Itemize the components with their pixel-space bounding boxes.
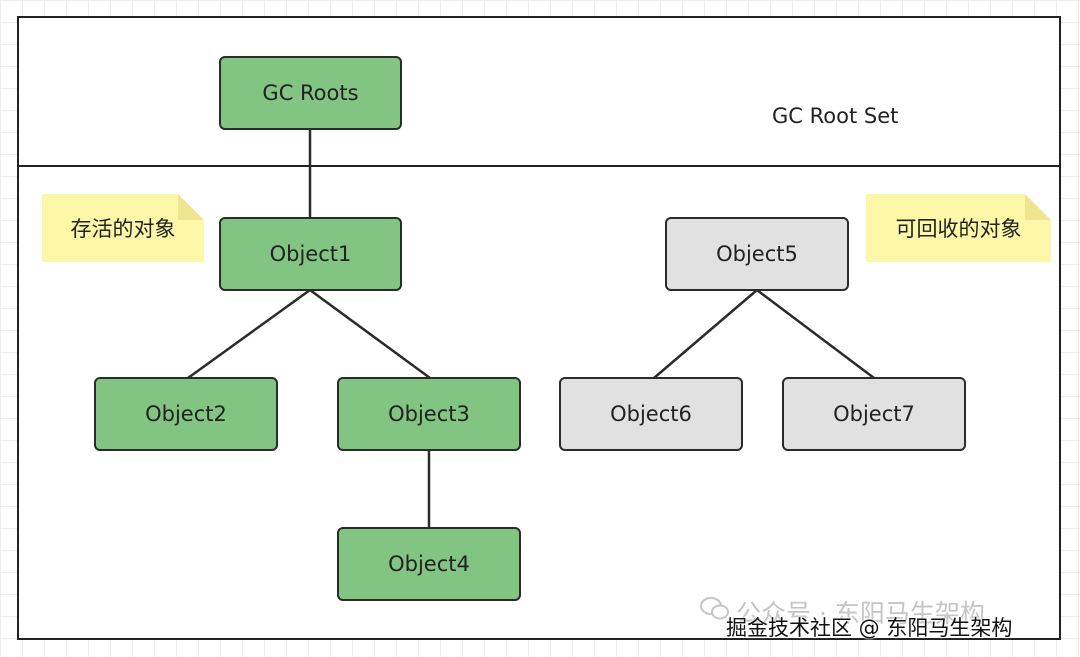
root-set-divider	[17, 165, 1061, 167]
edge-object1-object3	[309, 288, 431, 380]
node-object7: Object7	[782, 377, 966, 451]
footer-credit: 掘金技术社区 @ 东阳马生架构	[726, 616, 1013, 640]
diagram-frame	[17, 16, 1061, 640]
node-gc-roots: GC Roots	[219, 56, 402, 130]
node-object2: Object2	[94, 377, 278, 451]
note-fold-icon	[178, 194, 204, 220]
node-object1: Object1	[219, 217, 402, 291]
edge-object5-object6	[653, 289, 758, 379]
node-object6: Object6	[559, 377, 743, 451]
note-live-text: 存活的对象	[70, 217, 176, 241]
note-collectable-objects: 可回收的对象	[866, 194, 1051, 262]
watermark-text: 公众号 · 东阳马生架构	[736, 599, 985, 628]
root-set-label: GC Root Set	[772, 104, 899, 128]
note-live-objects: 存活的对象	[42, 194, 204, 262]
edge-object1-object2	[187, 288, 311, 380]
note-fold-icon	[1025, 194, 1051, 220]
node-object3: Object3	[337, 377, 521, 451]
node-object5: Object5	[665, 217, 849, 291]
note-collectable-text: 可回收的对象	[895, 217, 1022, 241]
node-object4: Object4	[337, 527, 521, 601]
edge-object5-object7	[756, 289, 875, 379]
wechat-icon	[700, 597, 729, 620]
